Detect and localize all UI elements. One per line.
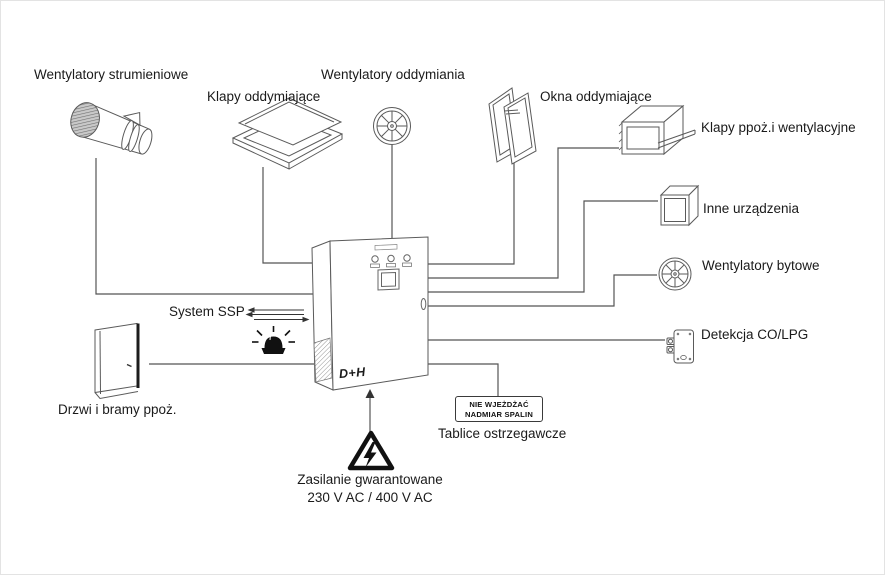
vent-grille: [313, 337, 333, 383]
label-smoke-fans: Wentylatory oddymiania: [321, 67, 465, 82]
smoke-flap-icon: [231, 97, 344, 170]
warning-sign-line1: NIE WJEŻDŻAĆ: [469, 400, 529, 409]
label-fire-dampers: Klapy ppoż.i wentylacyjne: [701, 120, 856, 135]
jet-fan-icon: [70, 102, 153, 155]
label-warning-boards: Tablice ostrzegawcze: [438, 426, 567, 441]
alarm-beacon-icon: [252, 326, 295, 354]
label-power-line2: 230 V AC / 400 V AC: [307, 489, 433, 505]
label-ssp-system: System SSP: [169, 304, 245, 319]
other-devices-icon: [659, 184, 700, 227]
smoke-window-icon: [488, 87, 537, 165]
label-other-devices: Inne urządzenia: [703, 201, 800, 216]
smoke-fan-icon: [373, 107, 411, 145]
fire-damper-icon: [618, 104, 696, 156]
power-arrow-head: [365, 389, 375, 398]
control-panel-icon: [311, 236, 429, 391]
warning-sign-line2: NADMIAR SPALIN: [464, 409, 534, 419]
label-power-supply: Zasilanie gwarantowane 230 V AC / 400 V …: [270, 471, 470, 506]
label-fire-doors: Drzwi i bramy ppoż.: [58, 402, 177, 417]
power-triangle-icon: [347, 430, 395, 471]
connection-lines: [95, 145, 665, 432]
label-smoke-flaps: Klapy oddymiające: [207, 89, 321, 104]
warning-sign: NIE WJEŻDŻAĆ NADMIAR SPALIN: [455, 396, 543, 422]
dh-logo: D+H: [338, 364, 367, 382]
fire-door-icon: [94, 322, 140, 400]
label-smoke-windows: Okna oddymiające: [540, 89, 652, 104]
label-jet-fans: Wentylatory strumieniowe: [34, 67, 189, 82]
label-power-line1: Zasilanie gwarantowane: [297, 472, 443, 487]
label-co-lpg: Detekcja CO/LPG: [701, 327, 809, 342]
co-lpg-detector-icon: [666, 329, 694, 364]
utility-fan-icon: [658, 257, 692, 291]
ssp-arrows-icon: [245, 307, 310, 323]
label-utility-fans: Wentylatory bytowe: [702, 258, 820, 273]
